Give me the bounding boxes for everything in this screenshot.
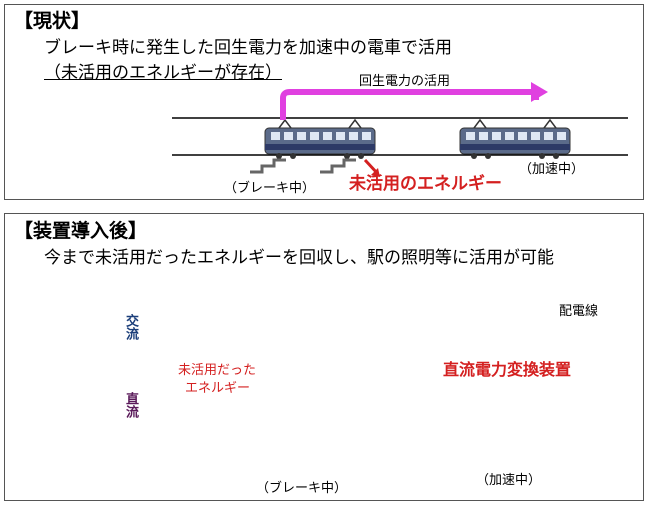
unused-energy-label: 未活用のエネルギー xyxy=(349,174,502,194)
braking-label: （ブレーキ中） xyxy=(256,481,348,496)
after-heading: 【装置導入後】 xyxy=(14,220,148,242)
distribution-line-label: 配電線 xyxy=(559,304,599,319)
unused-energy-label-1: 未活用だった xyxy=(178,363,257,378)
unused-energy-arrow xyxy=(371,168,380,177)
braking-train xyxy=(264,119,376,160)
accel-label: （加速中） xyxy=(476,473,542,488)
current-line2: （未活用のエネルギーが存在） xyxy=(44,63,282,83)
regen-arrow xyxy=(280,89,533,120)
converter-label: 直流電力変換装置 xyxy=(443,360,572,379)
regen-label: 回生電力の活用 xyxy=(359,74,451,89)
accelerating-train xyxy=(459,119,571,160)
dc-label: 直流 xyxy=(123,392,138,418)
current-line1: ブレーキ時に発生した回生電力を加速中の電車で活用 xyxy=(44,38,452,58)
after-installation-panel xyxy=(4,213,644,501)
current-state-panel xyxy=(4,4,644,200)
current-heading: 【現状】 xyxy=(14,10,91,32)
accel-label: （加速中） xyxy=(519,162,585,177)
ac-label: 交流 xyxy=(123,314,138,340)
unused-energy-label-2: エネルギー xyxy=(185,381,251,396)
braking-wave-icon xyxy=(250,158,286,174)
braking-wave-icon xyxy=(320,158,356,174)
after-line1: 今まで未活用だったエネルギーを回収し、駅の照明等に活用が可能 xyxy=(44,248,554,268)
braking-label: （ブレーキ中） xyxy=(224,181,316,196)
